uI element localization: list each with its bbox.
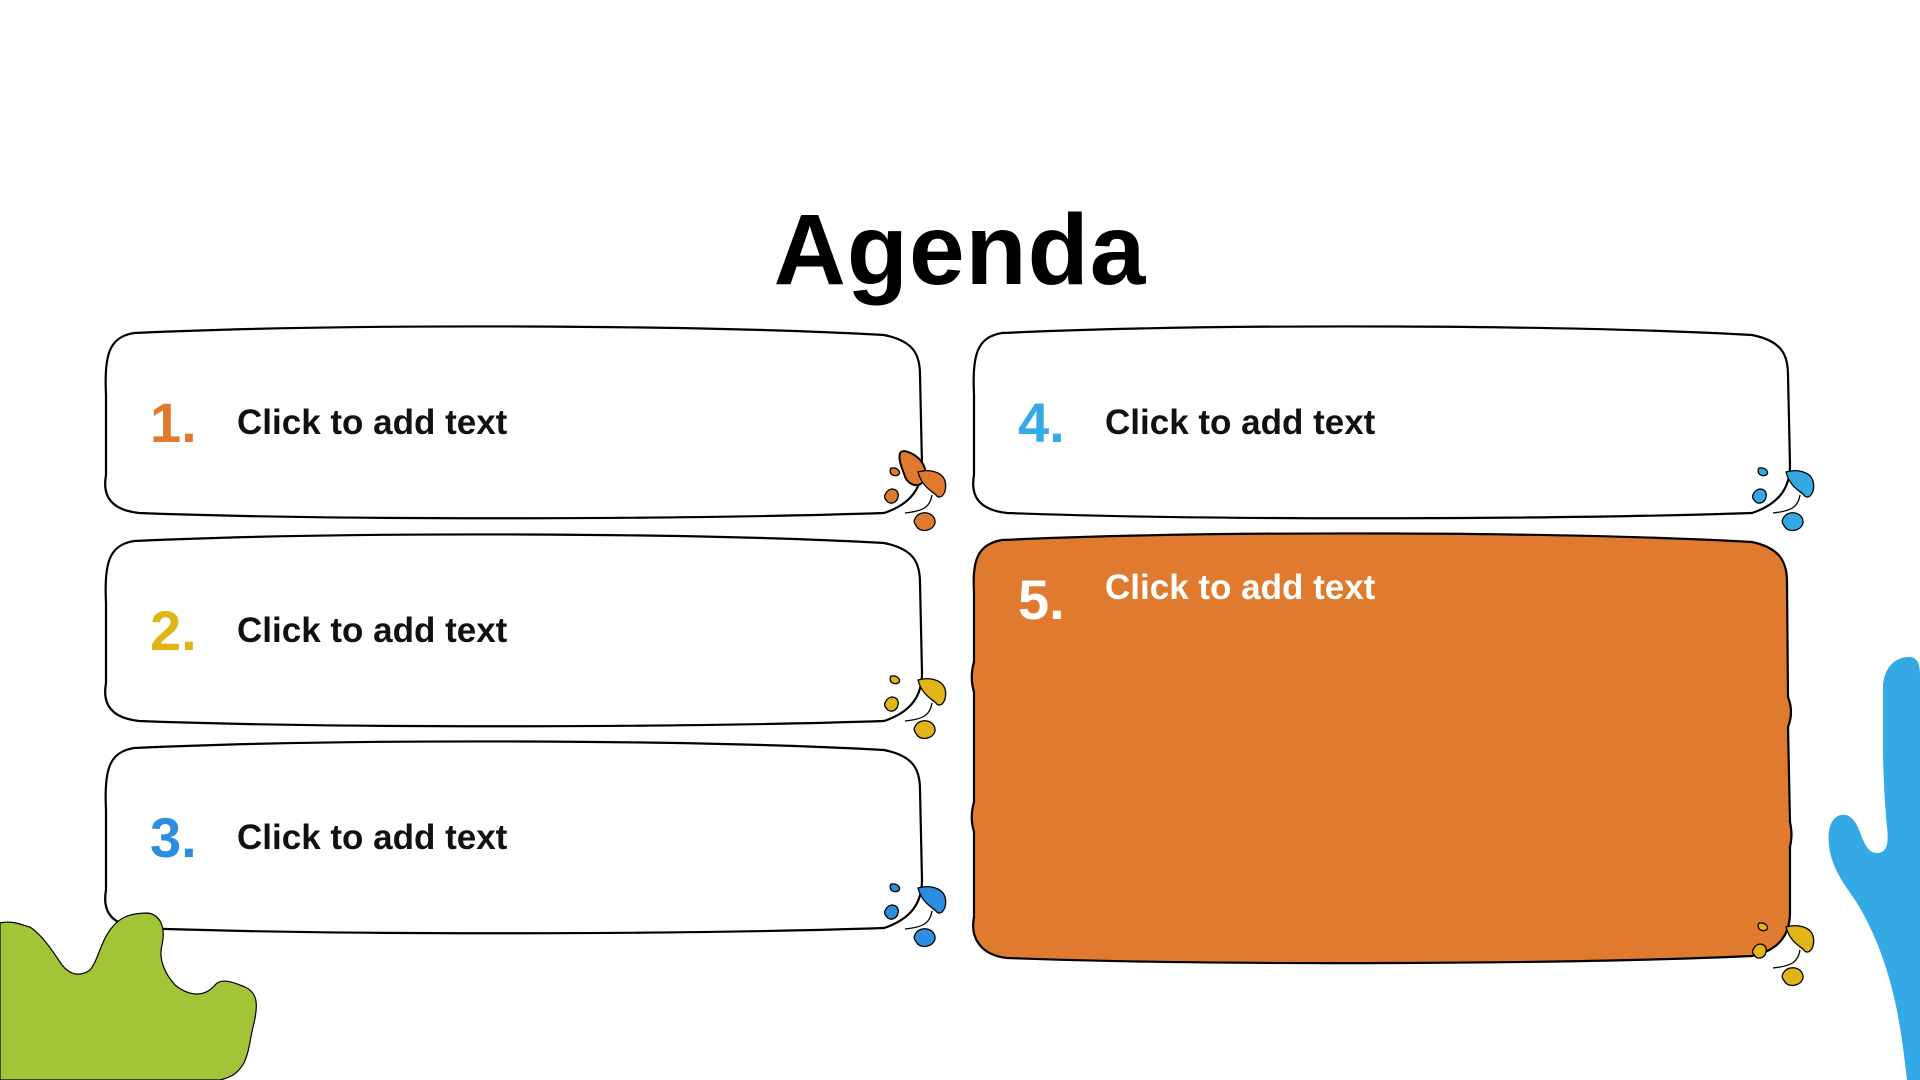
item-number: 4.: [1018, 391, 1065, 454]
item-number: 2.: [150, 599, 197, 662]
card-frame: [104, 740, 924, 935]
green-blob-decoration: [0, 912, 257, 1080]
paint-splash-icon: [1751, 467, 1815, 532]
card-frame: [970, 532, 1793, 965]
card-frame: [104, 533, 924, 728]
agenda-item-5[interactable]: 5. Click to add text: [970, 532, 1812, 972]
agenda-item-3[interactable]: 3. Click to add text: [104, 740, 944, 950]
paint-splash-icon: [883, 467, 947, 532]
card-frame: [972, 325, 1792, 520]
item-text[interactable]: Click to add text: [1105, 568, 1376, 607]
card-frame: [104, 325, 927, 520]
item-number: 1.: [150, 391, 197, 454]
item-text[interactable]: Click to add text: [237, 611, 508, 650]
item-text[interactable]: Click to add text: [237, 403, 508, 442]
item-text[interactable]: Click to add text: [1105, 403, 1376, 442]
paint-splash-icon: [883, 883, 947, 948]
agenda-item-2[interactable]: 2. Click to add text: [104, 533, 944, 743]
agenda-item-4[interactable]: 4. Click to add text: [972, 325, 1812, 535]
item-number: 5.: [1018, 568, 1065, 631]
item-text[interactable]: Click to add text: [237, 818, 508, 857]
item-number: 3.: [150, 806, 197, 869]
blue-cactus-decoration: [1828, 657, 1920, 1080]
paint-splash-icon: [1751, 922, 1815, 987]
paint-splash-icon: [883, 675, 947, 740]
agenda-item-1[interactable]: 1. Click to add text: [104, 325, 944, 535]
slide-title[interactable]: Agenda: [773, 194, 1147, 306]
